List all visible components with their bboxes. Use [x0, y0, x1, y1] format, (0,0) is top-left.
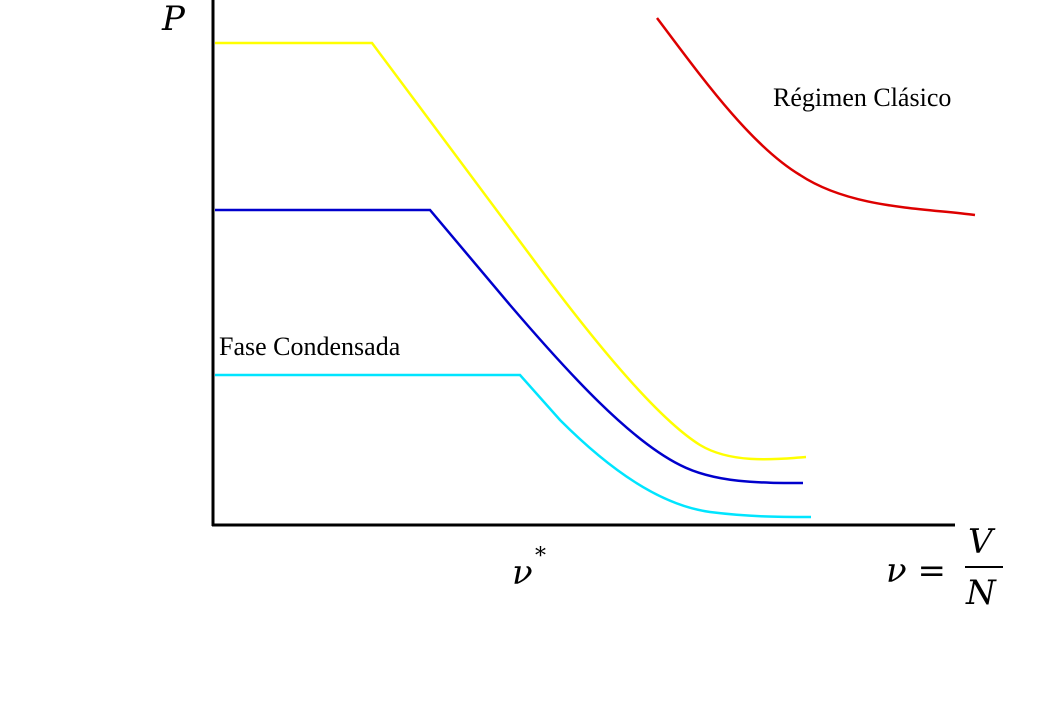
- y-axis-label: P: [161, 0, 186, 39]
- condensed-phase-label: Fase Condensada: [219, 332, 401, 361]
- curve-blue: [215, 208, 804, 485]
- x-axis-label: ν =: [886, 551, 946, 591]
- curve-red: [656, 17, 976, 217]
- x-axis-fraction-denominator: N: [965, 573, 997, 613]
- classical-regime-label: Régimen Clásico: [773, 83, 951, 112]
- critical-volume-label: ν: [512, 553, 533, 593]
- x-axis-fraction-numerator: V: [968, 522, 996, 562]
- critical-volume-superscript: *: [535, 544, 546, 569]
- curve-yellow: [215, 41, 807, 461]
- curve-cyan: [215, 373, 812, 519]
